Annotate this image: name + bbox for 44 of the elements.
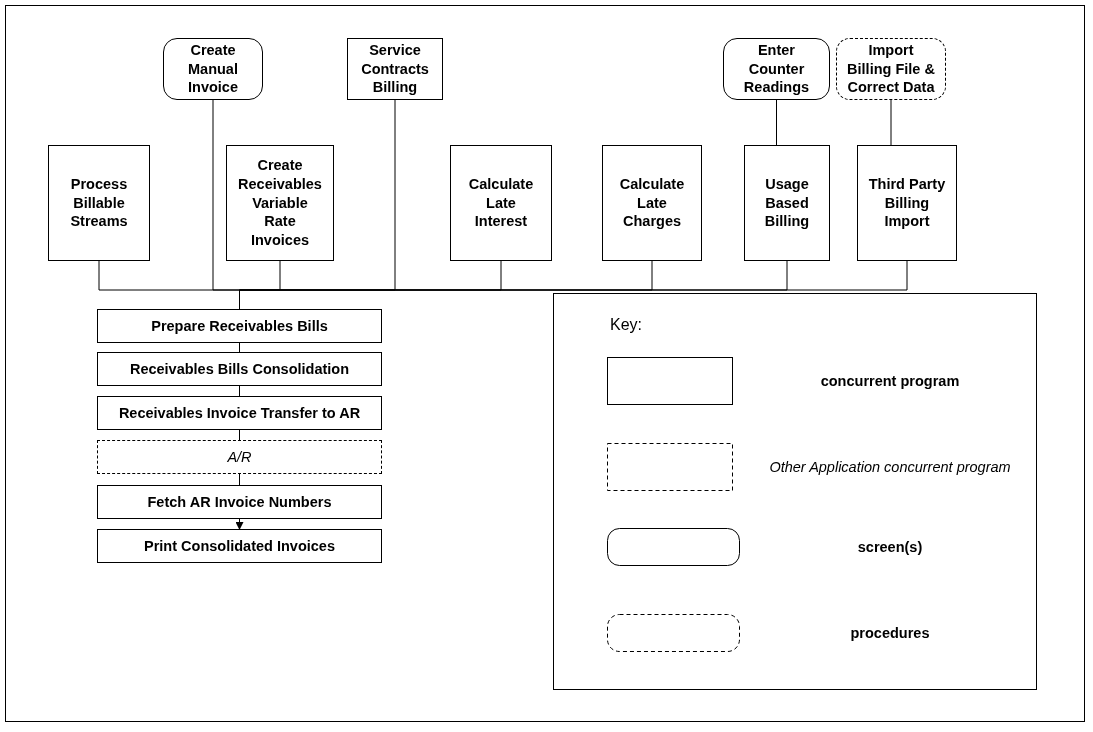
node-label: Calculate Late Charges [618, 174, 686, 232]
node-label: Create Receivables Variable Rate Invoices [237, 155, 323, 251]
rounded-box [163, 38, 263, 100]
rounded-box [723, 38, 830, 100]
connector-line [235, 518, 244, 530]
process-box [450, 145, 552, 261]
process-box [97, 352, 382, 386]
connector-line [239, 385, 240, 397]
process-box [602, 145, 702, 261]
node-label: Receivables Invoice Transfer to AR [118, 403, 361, 423]
process-box [97, 396, 382, 430]
process-box [48, 145, 150, 261]
process-box [347, 38, 443, 100]
connector-line [239, 342, 240, 353]
node-label: Calculate Late Interest [467, 174, 535, 232]
connector-line [776, 99, 777, 146]
node-label: Usage Based Billing [763, 174, 811, 232]
legend-text: concurrent program [819, 371, 961, 391]
node-label: Print Consolidated Invoices [144, 536, 335, 556]
rounded-box [836, 38, 946, 100]
process-box [226, 145, 334, 261]
legend-text: Other Application concurrent program [768, 457, 1012, 477]
node-label: Third Party Billing Import [867, 174, 947, 232]
node-label: Service Contracts Billing [360, 40, 430, 98]
process-box [97, 309, 382, 343]
node-label: Receivables Bills Consolidation [129, 359, 350, 379]
node-label: Create Manual Invoice [187, 40, 239, 98]
connector-line [239, 473, 240, 486]
node-label: Import Billing File & Correct Data [846, 40, 936, 98]
node-label: Prepare Receivables Bills [151, 316, 328, 336]
key-heading: Key: [610, 316, 642, 334]
node-label: A/R [227, 447, 252, 467]
legend-text: screen(s) [856, 537, 924, 557]
process-box [744, 145, 830, 261]
node-label: Fetch AR Invoice Numbers [147, 492, 332, 512]
node-label: Process Billable Streams [69, 174, 129, 232]
process-box [97, 485, 382, 519]
legend-text: procedures [849, 623, 931, 643]
process-box [857, 145, 957, 261]
process-box [97, 440, 382, 474]
connector-line [239, 429, 240, 441]
node-label: Enter Counter Readings [742, 40, 811, 98]
connector-line [890, 99, 892, 146]
process-box [97, 529, 382, 563]
